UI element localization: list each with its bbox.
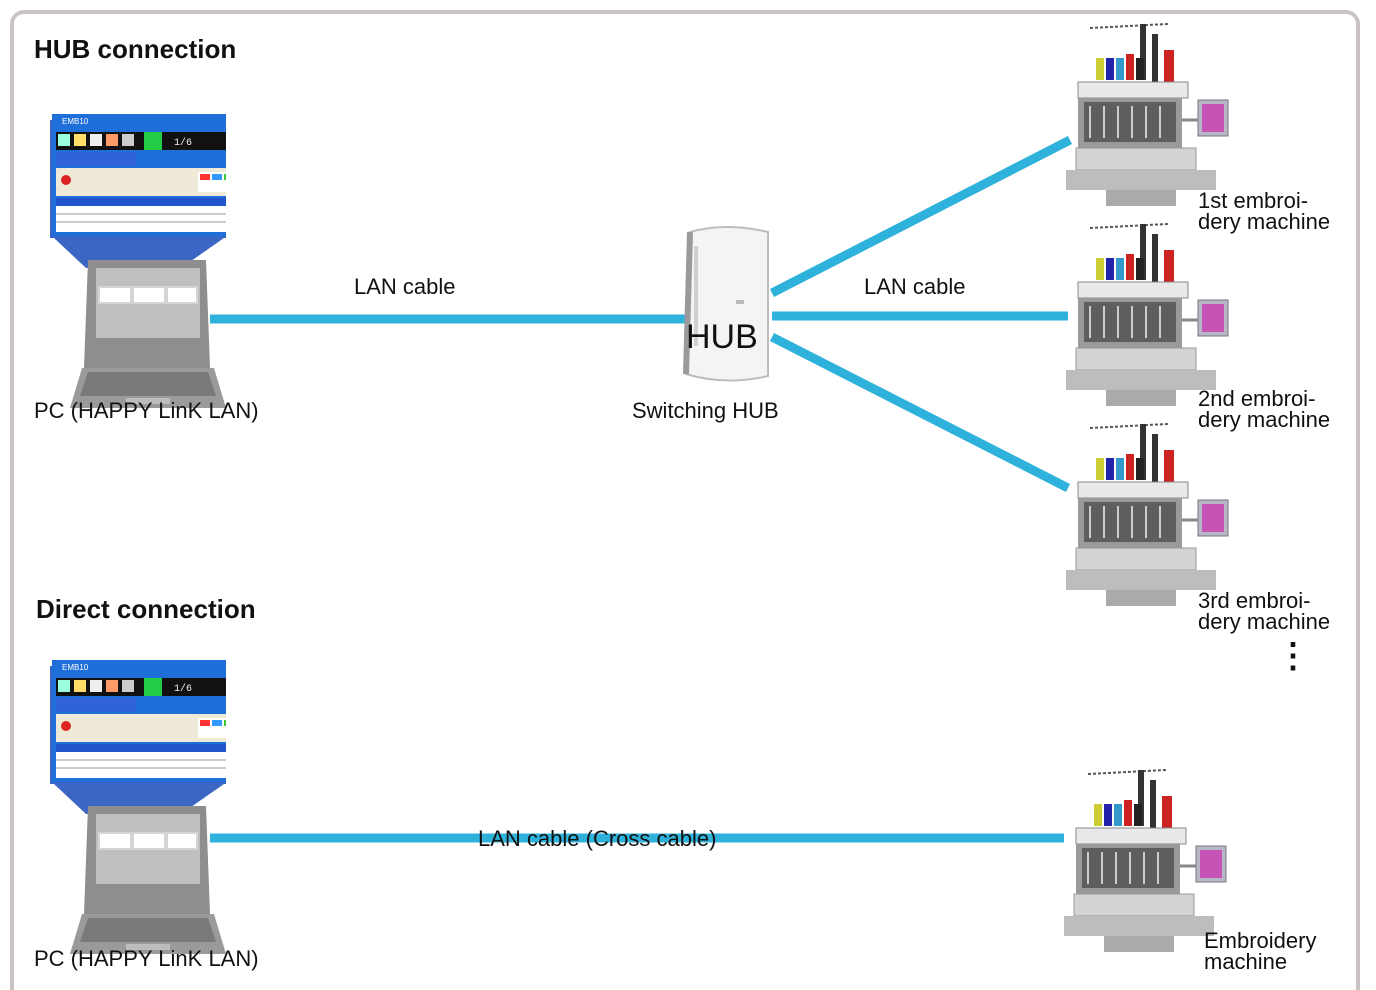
machine-1-label-line1: 1st embroi- (1198, 188, 1309, 213)
svg-text:1/6: 1/6 (174, 137, 192, 149)
lan-cable-hub-to-machine-3 (769, 332, 1071, 493)
svg-text:EMB10: EMB10 (62, 117, 89, 126)
pc-label-hub: PC (HAPPY LinK LAN) (34, 398, 259, 423)
lan-cable-hub-to-machine-1 (769, 135, 1073, 298)
lan-cable-label-left: LAN cable (354, 274, 456, 299)
embroidery-machine-3-image (1066, 423, 1229, 606)
direct-connection-title: Direct connection (36, 594, 256, 624)
embroidery-machine-direct-image (1064, 769, 1227, 952)
pc-laptop-direct: EMB10 1/6 (50, 660, 226, 954)
hub-device-text: HUB (686, 318, 758, 356)
svg-text:1/6: 1/6 (174, 683, 192, 695)
hub-connection-title: HUB connection (34, 34, 237, 64)
machine-direct-label-line1: Embroidery (1204, 928, 1317, 953)
embroidery-machine-1-image (1066, 23, 1229, 206)
machine-1-label-line2: dery machine (1198, 209, 1331, 234)
machine-direct-label: Embroidery machine (1204, 928, 1317, 974)
switching-hub-device (683, 226, 769, 382)
machine-3-label: 3rd embroi- dery machine (1198, 588, 1331, 634)
lan-cable-label-right: LAN cable (864, 274, 966, 299)
embroidery-machine-2-image (1066, 223, 1229, 406)
machine-3-label-line1: 3rd embroi- (1198, 588, 1311, 613)
machine-3-label-line2: dery machine (1198, 609, 1331, 634)
machine-1-label: 1st embroi- dery machine (1198, 188, 1331, 234)
machine-direct-label-line2: machine (1204, 949, 1288, 974)
more-machines-ellipsis: ⋮ (1276, 637, 1310, 675)
pc-label-direct: PC (HAPPY LinK LAN) (34, 946, 259, 971)
svg-text:EMB10: EMB10 (62, 663, 89, 672)
machine-2-label-line1: 2nd embroi- (1198, 386, 1316, 411)
machine-2-label-line2: dery machine (1198, 407, 1331, 432)
diagram-frame (10, 10, 1360, 990)
pc-laptop-hub: EMB10 1/6 (50, 114, 226, 408)
machine-2-label: 2nd embroi- dery machine (1198, 386, 1331, 432)
switching-hub-caption: Switching HUB (632, 398, 779, 423)
cross-cable-label: LAN cable (Cross cable) (478, 826, 717, 851)
